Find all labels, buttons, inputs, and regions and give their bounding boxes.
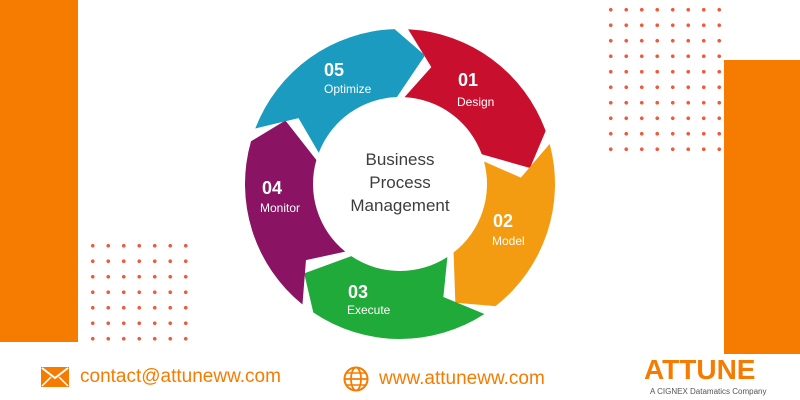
brand-tagline: A CIGNEX Datamatics Company <box>650 387 767 396</box>
envelope-icon <box>40 366 70 388</box>
right-orange-bar <box>724 60 800 354</box>
segment-execute <box>304 256 485 339</box>
globe-icon <box>343 366 369 392</box>
email-text[interactable]: contact@attuneww.com <box>80 366 281 387</box>
contact-website[interactable]: www.attuneww.com <box>343 366 545 392</box>
step-number-04: 04 <box>262 178 282 198</box>
step-label-monitor: Monitor <box>260 201 300 215</box>
attune-logo: ATTUNE A CIGNEX Datamatics Company <box>640 354 790 400</box>
brand-name: ATTUNE <box>644 354 756 385</box>
left-orange-bar <box>0 0 78 342</box>
contact-email[interactable]: contact@attuneww.com <box>40 366 281 388</box>
step-label-model: Model <box>492 234 525 248</box>
bpm-cycle-diagram: 01 Design 02 Model 03 Execute 04 Monitor… <box>244 29 556 339</box>
center-title-line-2: Process <box>369 173 430 192</box>
segment-optimize <box>255 29 425 153</box>
step-label-design: Design <box>457 95 494 109</box>
step-label-execute: Execute <box>347 303 391 317</box>
segment-design <box>404 29 546 169</box>
step-label-optimize: Optimize <box>324 82 372 96</box>
step-number-01: 01 <box>458 70 478 90</box>
segment-model <box>453 143 556 307</box>
step-number-03: 03 <box>348 282 368 302</box>
segment-monitor <box>244 120 346 305</box>
footer-contact-bar: contact@attuneww.com www.attuneww.com <box>0 354 800 400</box>
step-number-05: 05 <box>324 60 344 80</box>
center-title-line-3: Management <box>350 196 450 215</box>
decorative-dot-grid-right <box>603 2 731 158</box>
center-title-line-1: Business <box>366 150 435 169</box>
decorative-dot-grid-left <box>85 238 197 348</box>
website-text[interactable]: www.attuneww.com <box>379 368 545 389</box>
step-number-02: 02 <box>493 211 513 231</box>
